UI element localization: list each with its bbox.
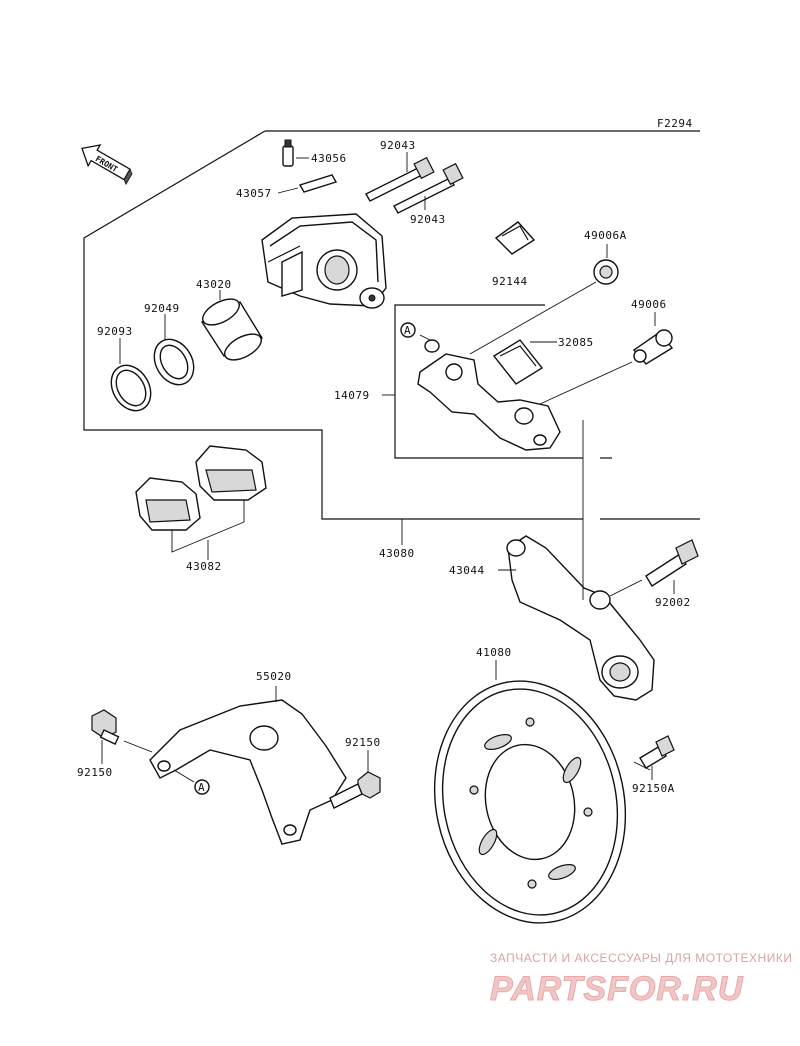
caliper-body: [261, 213, 387, 309]
part-label-43057: 43057: [236, 187, 272, 200]
part-label-92150A: 92150A: [632, 782, 675, 795]
part-label-92043-upper: 92043: [380, 139, 416, 152]
pad-spring-32085: [492, 339, 557, 385]
brake-pads-43082: [135, 445, 267, 560]
ref-marker-lower: A: [198, 781, 205, 794]
caliper-group-frame: [83, 130, 583, 520]
part-label-49006: 49006: [631, 298, 667, 311]
brake-disc-41080: [433, 660, 651, 924]
bolt-92002: [609, 539, 699, 597]
caliper-holder-14079: [382, 334, 561, 451]
caliper-bracket-43044: [498, 535, 655, 701]
part-label-32085: 32085: [558, 336, 594, 349]
part-label-41080: 41080: [476, 646, 512, 659]
seal-92049: [153, 314, 195, 386]
piston-43020: [200, 290, 264, 361]
part-label-92043-lower: 92043: [410, 213, 446, 226]
ref-marker-circle-upper: [400, 322, 416, 338]
part-label-14079: 14079: [334, 389, 370, 402]
bushing-49006A: [469, 244, 619, 355]
pin-92043-upper: [365, 152, 435, 202]
ref-marker-upper: A: [404, 324, 411, 337]
part-label-55020: 55020: [256, 670, 292, 683]
disc-guard-55020: [123, 686, 347, 845]
bleed-valve-43056: [282, 139, 309, 167]
pin-92043-lower: [393, 162, 464, 214]
figure-code: F2294: [657, 117, 693, 130]
ref-marker-circle-lower: [194, 779, 210, 795]
part-label-92002: 92002: [655, 596, 691, 609]
seal-92093: [110, 338, 152, 412]
part-label-92049: 92049: [144, 302, 180, 315]
sleeve-49006: [539, 312, 674, 405]
watermark-tagline: ЗАПЧАСТИ И АКСЕССУАРЫ ДЛЯ МОТОТЕХНИКИ: [490, 951, 792, 965]
part-label-43020: 43020: [196, 278, 232, 291]
front-arrow-icon: FRONT: [81, 144, 133, 186]
part-label-49006A: 49006A: [584, 229, 627, 242]
watermark-brand: PARTSFOR.RU: [490, 970, 744, 1008]
part-label-92150-left: 92150: [77, 766, 113, 779]
part-label-43056: 43056: [311, 152, 347, 165]
bolt-92150A: [639, 735, 675, 780]
part-label-43080: 43080: [379, 547, 415, 560]
bolt-92150-left: [91, 709, 120, 764]
cap-43057: [277, 174, 338, 194]
part-label-43082: 43082: [186, 560, 222, 573]
spring-92144: [494, 221, 536, 255]
part-label-92144: 92144: [492, 275, 528, 288]
part-label-92150-right: 92150: [345, 736, 381, 749]
bolt-92150-right: [329, 750, 381, 809]
part-label-43044: 43044: [449, 564, 485, 577]
part-label-92093: 92093: [97, 325, 133, 338]
holder-group-frame: [394, 304, 583, 459]
